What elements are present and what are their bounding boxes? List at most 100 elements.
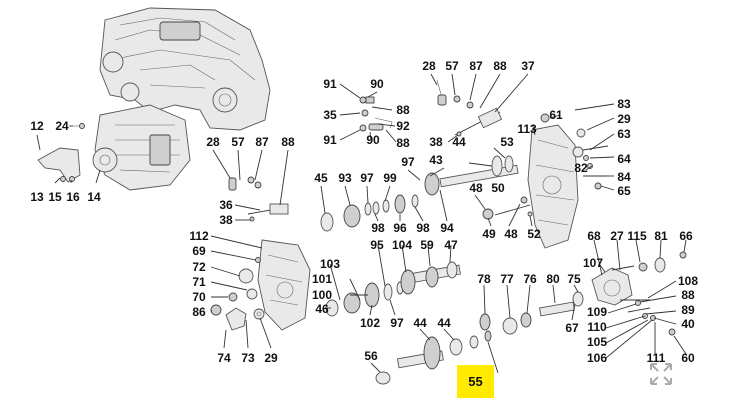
callout-label: 94 bbox=[440, 221, 454, 235]
callout-label: 91 bbox=[323, 133, 337, 147]
callout-label: 98 bbox=[371, 221, 385, 235]
callout-label: 95 bbox=[370, 238, 384, 252]
callout-label: 78 bbox=[477, 272, 491, 286]
callout-label: 49 bbox=[482, 227, 496, 241]
callout-label: 15 bbox=[48, 190, 62, 204]
callout-label: 70 bbox=[192, 290, 206, 304]
highlight-box bbox=[457, 365, 494, 398]
callout-label: 56 bbox=[364, 349, 378, 363]
callout-label: 96 bbox=[393, 221, 407, 235]
gear-stack-upper bbox=[320, 194, 419, 232]
shift-linkage-drawing bbox=[436, 79, 503, 137]
callout-label: 111 bbox=[647, 351, 666, 365]
callout-label: 52 bbox=[527, 227, 541, 241]
callout-label: 45 bbox=[314, 171, 328, 185]
callout-label: 97 bbox=[390, 316, 404, 330]
callout-label: 66 bbox=[679, 229, 693, 243]
callout-label: 84 bbox=[617, 170, 631, 184]
callout-label: 40 bbox=[681, 317, 695, 331]
callout-label: 87 bbox=[469, 59, 483, 73]
callout-label: 101 bbox=[312, 272, 332, 286]
callout-label: 38 bbox=[219, 213, 233, 227]
callout-label: 69 bbox=[192, 244, 206, 258]
highlight-label: 55 bbox=[468, 374, 482, 389]
callout-label: 89 bbox=[681, 303, 695, 317]
callout-label: 110 bbox=[587, 320, 607, 334]
callout-label: 65 bbox=[617, 184, 631, 198]
callout-label: 63 bbox=[617, 127, 631, 141]
callout-label: 48 bbox=[469, 181, 483, 195]
highlighted-callout-55[interactable]: 55 bbox=[457, 365, 494, 398]
callout-label: 88 bbox=[281, 135, 295, 149]
callout-label: 100 bbox=[312, 288, 332, 302]
callout-label: 68 bbox=[587, 229, 601, 243]
callout-label: 106 bbox=[587, 351, 607, 365]
callout-label: 82 bbox=[574, 161, 588, 175]
callout-label: 37 bbox=[521, 59, 535, 73]
callout-label: 113 bbox=[517, 122, 537, 136]
pump-assembly-drawing bbox=[591, 251, 687, 336]
callout-label: 28 bbox=[206, 135, 220, 149]
callout-label: 81 bbox=[654, 229, 668, 243]
callout-label: 97 bbox=[401, 155, 415, 169]
callout-label: 24 bbox=[55, 119, 69, 133]
callout-label: 102 bbox=[360, 316, 380, 330]
callout-label: 48 bbox=[504, 227, 518, 241]
callout-label: 93 bbox=[338, 171, 352, 185]
callout-label: 75 bbox=[567, 272, 581, 286]
callout-label: 44 bbox=[413, 316, 427, 330]
main-shaft-drawing bbox=[424, 155, 533, 220]
callout-label: 92 bbox=[396, 119, 410, 133]
counter-shaft-drawing bbox=[325, 261, 461, 317]
rear-housing-drawing bbox=[527, 113, 609, 249]
callout-label: 36 bbox=[219, 198, 233, 212]
callout-label: 35 bbox=[323, 108, 337, 122]
output-shaft-drawing bbox=[375, 330, 492, 385]
callout-label: 112 bbox=[189, 229, 209, 243]
callout-label: 88 bbox=[681, 288, 695, 302]
callout-label: 50 bbox=[491, 181, 505, 195]
callout-label: 67 bbox=[565, 321, 579, 335]
callout-label: 61 bbox=[549, 108, 563, 122]
callout-label: 57 bbox=[231, 135, 245, 149]
callout-label: 80 bbox=[546, 272, 560, 286]
callout-label: 47 bbox=[444, 238, 458, 252]
callout-label: 115 bbox=[627, 229, 647, 243]
callout-label: 88 bbox=[396, 103, 410, 117]
callout-label: 76 bbox=[523, 272, 537, 286]
callout-label: 103 bbox=[320, 257, 340, 271]
callout-label: 44 bbox=[452, 135, 466, 149]
callout-label: 108 bbox=[678, 274, 698, 288]
callout-label: 60 bbox=[681, 351, 695, 365]
callout-label: 29 bbox=[617, 112, 631, 126]
sensor-parts-top bbox=[359, 96, 393, 132]
callout-label: 16 bbox=[66, 190, 80, 204]
callout-label: 77 bbox=[500, 272, 514, 286]
callout-label: 83 bbox=[617, 97, 631, 111]
callout-label: 27 bbox=[610, 229, 624, 243]
callout-label: 90 bbox=[370, 77, 384, 91]
callout-label: 90 bbox=[366, 133, 380, 147]
callout-label: 43 bbox=[429, 153, 443, 167]
callout-label: 88 bbox=[396, 136, 410, 150]
callout-label: 73 bbox=[241, 351, 255, 365]
callout-label: 14 bbox=[87, 190, 101, 204]
left-small-parts bbox=[210, 176, 311, 331]
expand-arrows-icon[interactable] bbox=[648, 361, 674, 387]
callout-label: 38 bbox=[429, 135, 443, 149]
engine-assembly-drawing bbox=[92, 7, 271, 191]
callout-label: 57 bbox=[445, 59, 459, 73]
callout-label: 88 bbox=[493, 59, 507, 73]
callout-label: 64 bbox=[617, 152, 631, 166]
callout-label: 109 bbox=[587, 305, 607, 319]
callout-label: 105 bbox=[587, 335, 607, 349]
callout-label: 107 bbox=[583, 256, 603, 270]
callout-label: 97 bbox=[360, 171, 374, 185]
callout-label: 12 bbox=[30, 119, 44, 133]
callout-label: 53 bbox=[500, 135, 514, 149]
callout-label: 29 bbox=[264, 351, 278, 365]
callout-label: 13 bbox=[30, 190, 44, 204]
callout-label: 46 bbox=[315, 302, 329, 316]
